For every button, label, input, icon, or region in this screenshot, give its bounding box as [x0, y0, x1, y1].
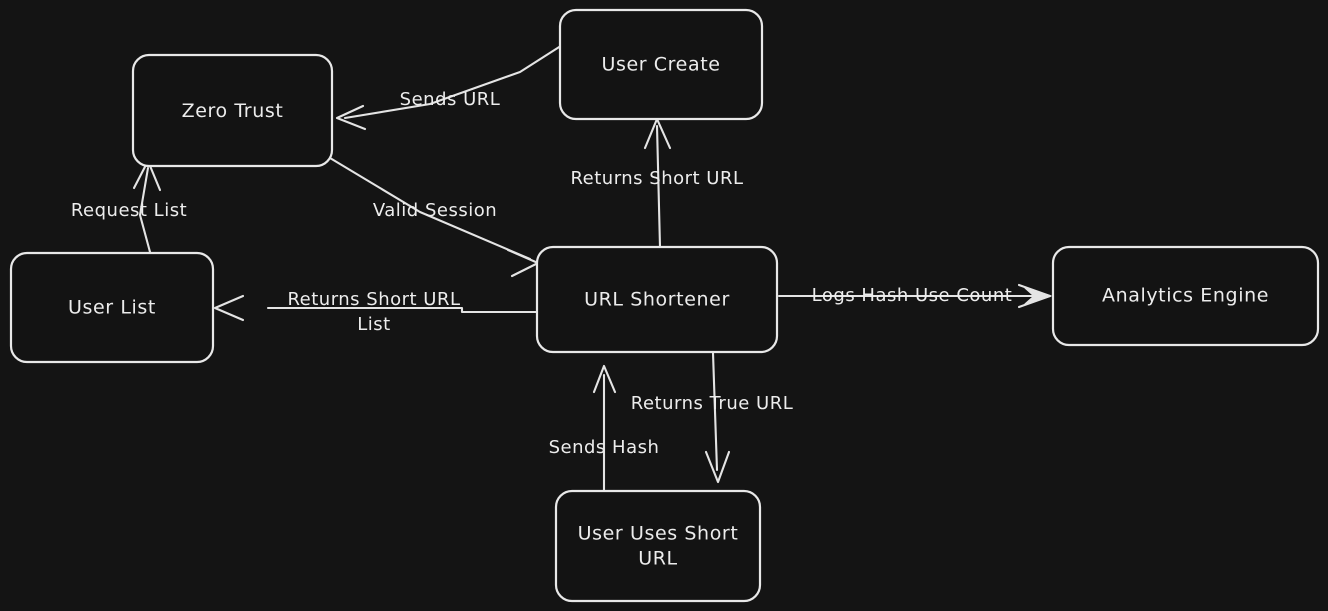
edge-valid-session-line — [328, 156, 532, 261]
edge-label-sends-url: Sends URL — [400, 89, 501, 110]
edge-returns-true-url-arrowhead — [704, 450, 731, 484]
edge-sends-url-arrowhead — [335, 104, 367, 131]
edge-label-returns-true-url: Returns True URL — [631, 393, 794, 414]
node-user-list-shape[interactable] — [9, 251, 215, 364]
node-user-uses-short-url-label-line1: User Uses Short — [578, 523, 739, 545]
edge-returns-short-url-list-arrowhead — [213, 294, 245, 322]
edge-returns-short-url-list-line — [266, 306, 539, 314]
edge-request-list-line — [138, 166, 152, 254]
edge-label-sends-hash: Sends Hash — [549, 437, 660, 458]
node-url-shortener[interactable]: URL Shortener — [535, 245, 779, 354]
edge-sends-hash — [592, 364, 617, 494]
edge-sends-url-line — [343, 40, 569, 120]
node-user-uses-short-url[interactable]: User Uses Short URL — [554, 489, 762, 603]
edge-logs-hash-use-count-arrowhead-fill — [1024, 287, 1052, 305]
edge-label-request-list: Request List — [71, 200, 187, 221]
node-url-shortener-label: URL Shortener — [584, 289, 730, 311]
node-analytics-engine-shape[interactable] — [1051, 245, 1320, 347]
edge-valid-session-arrowhead — [506, 248, 540, 278]
node-user-list[interactable]: User List — [9, 251, 215, 364]
node-analytics-engine-label: Analytics Engine — [1102, 285, 1269, 307]
node-analytics-engine[interactable]: Analytics Engine — [1051, 245, 1320, 347]
edge-returns-true-url-line — [711, 351, 719, 472]
node-user-create[interactable]: User Create — [558, 8, 764, 121]
node-zero-trust-label: Zero Trust — [182, 100, 284, 122]
node-user-uses-short-url-label-line2: URL — [638, 548, 678, 570]
node-user-create-shape[interactable] — [558, 8, 764, 121]
node-zero-trust[interactable]: Zero Trust — [131, 53, 334, 168]
edge-sends-hash-arrowhead — [592, 364, 617, 394]
node-user-list-label: User List — [68, 297, 156, 319]
edge-label-returns-short-url-list-line2: List — [357, 314, 390, 335]
edge-label-returns-short-url: Returns Short URL — [570, 168, 743, 189]
node-zero-trust-shape[interactable] — [131, 53, 334, 168]
edge-returns-short-url-list — [213, 294, 539, 322]
edge-returns-true-url — [704, 351, 731, 484]
node-user-uses-short-url-shape[interactable] — [554, 489, 762, 603]
edge-logs-hash-use-count — [777, 283, 1052, 309]
node-url-shortener-shape[interactable] — [535, 245, 779, 354]
edge-sends-url — [335, 40, 569, 131]
edge-label-returns-short-url-list-line1: Returns Short URL — [287, 289, 460, 310]
node-user-create-label: User Create — [601, 54, 720, 76]
edge-label-logs-hash-use-count: Logs Hash Use Count — [812, 285, 1013, 306]
edge-label-valid-session: Valid Session — [373, 200, 497, 221]
edge-returns-short-url-line — [655, 124, 662, 249]
